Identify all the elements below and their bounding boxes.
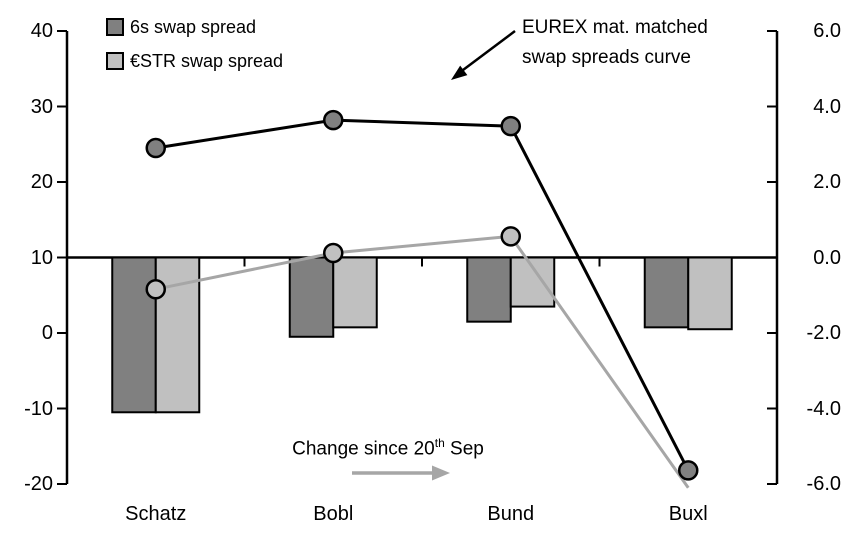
right-axis-tick-label: 0.0 [813, 246, 841, 269]
6s-marker-bobl [323, 109, 344, 131]
left-axis-tick-label: -20 [24, 473, 53, 495]
left-axis-tick-label: 40 [30, 20, 53, 42]
bar-estr-buxl [687, 256, 733, 331]
curve-annotation-line1: EUREX mat. matched [522, 17, 708, 38]
bar-6s-bund [466, 256, 512, 323]
curve-annotation-arrow-head [451, 65, 468, 80]
bar-6s-bobl [288, 256, 335, 338]
curve-annotation-text: EUREX mat. matched swap spreads curve [522, 13, 708, 73]
bar-6s-buxl [643, 256, 690, 329]
estr-marker-schatz [145, 278, 166, 300]
left-axis-tick-label: 10 [30, 246, 53, 269]
right-axis-tick-label: 6.0 [813, 20, 841, 42]
right-axis-tick-label: 4.0 [813, 95, 841, 118]
legend-swatch-estr [106, 52, 124, 70]
curve-annotation-arrow-line [458, 30, 516, 74]
change-annotation-text: Change since 20th Sep [288, 436, 488, 460]
bar-estr-bobl [332, 256, 378, 329]
category-label-buxl: Buxl [668, 503, 708, 525]
estr-marker-bund [500, 226, 521, 247]
change-label-superscript: th [434, 436, 445, 450]
change-label-suffix: Sep [444, 438, 484, 460]
6s-curve-line [155, 118, 690, 472]
category-label-bund: Bund [487, 503, 535, 525]
curve-annotation-line2: swap spreads curve [522, 47, 691, 68]
legend-label-6s: 6s swap spread [130, 16, 257, 37]
estr-curve-line [155, 234, 690, 489]
legend-swatch-6s [106, 18, 124, 36]
legend-item-6s: 6s swap spread [106, 10, 283, 44]
left-axis-tick-label: -10 [24, 397, 53, 420]
legend-label-estr: €STR swap spread [130, 50, 284, 71]
change-label-prefix: Change since 20 [292, 438, 435, 460]
estr-marker-bobl [323, 242, 344, 264]
bar-6s-schatz [111, 256, 157, 414]
6s-marker-bund [500, 115, 521, 137]
change-arrow-head [432, 465, 450, 481]
left-axis-tick-label: 20 [30, 171, 53, 193]
right-axis-tick-label: -2.0 [806, 322, 841, 344]
right-axis-tick-label: -6.0 [806, 473, 841, 495]
left-axis-tick-label: 0 [41, 322, 53, 344]
legend-item-estr: €STR swap spread [106, 44, 283, 78]
right-axis-tick-label: 2.0 [813, 171, 841, 193]
6s-marker-schatz [145, 137, 166, 159]
left-axis-tick-label: 30 [30, 95, 53, 118]
category-label-schatz: Schatz [125, 503, 187, 525]
6s-marker-buxl [678, 460, 699, 481]
right-axis-tick-label: -4.0 [806, 397, 841, 420]
legend: 6s swap spread €STR swap spread [106, 10, 283, 78]
category-label-bobl: Bobl [313, 503, 354, 525]
